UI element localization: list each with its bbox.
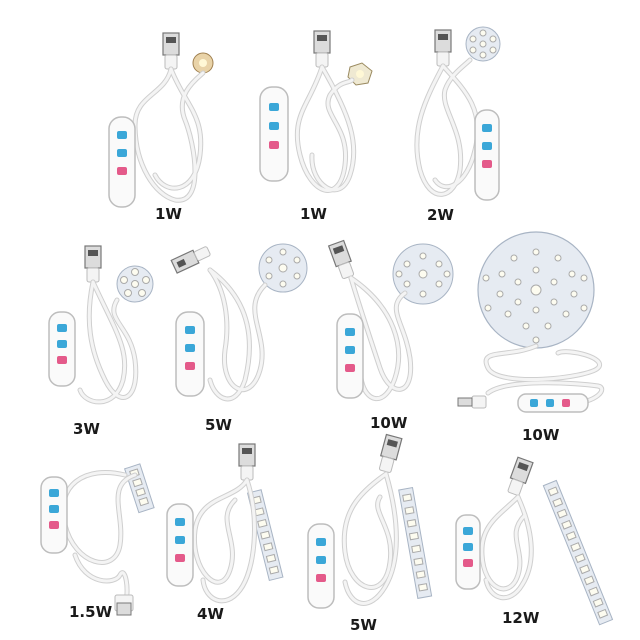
led-disc <box>465 26 501 62</box>
wattage-label: 5W <box>205 416 232 434</box>
product-5w-disc-image <box>170 243 308 402</box>
led-disc <box>477 231 595 349</box>
switch-controller <box>48 311 76 387</box>
switch-controller <box>259 86 289 182</box>
usb-plug <box>162 32 180 70</box>
product-1-5w-strip-image <box>40 463 155 616</box>
led-strip <box>246 489 284 582</box>
wattage-label: 2W <box>427 206 454 224</box>
product-5w-strip-image <box>307 433 433 609</box>
led-strip <box>398 487 433 599</box>
product-4w-strip-image <box>166 443 284 604</box>
product-10w-disc: 10W <box>325 238 470 438</box>
cable <box>414 57 481 197</box>
cable <box>132 66 206 203</box>
usb-plug <box>457 395 487 409</box>
usb-plug <box>84 245 102 283</box>
product-1w-chip-image <box>259 30 373 193</box>
switch-controller <box>40 476 68 554</box>
switch-controller <box>166 503 194 587</box>
product-2w-disc-image <box>414 26 501 201</box>
wattage-label: 3W <box>73 420 100 438</box>
switch-controller <box>108 116 136 208</box>
led-disc <box>116 265 154 303</box>
product-10w-large-disc: 10W <box>457 228 628 448</box>
usb-plug <box>170 246 211 274</box>
wattage-label: 4W <box>197 605 224 623</box>
led-strip <box>542 479 614 626</box>
wattage-label: 10W <box>370 414 408 432</box>
led-disc <box>258 243 308 293</box>
switch-controller <box>455 514 481 590</box>
wattage-label: 5W <box>350 616 377 634</box>
wattage-label: 12W <box>502 609 540 627</box>
product-1w-chip-image <box>108 32 214 208</box>
wattage-label: 1.5W <box>69 603 113 621</box>
usb-plug <box>327 239 355 280</box>
switch-controller <box>175 311 205 397</box>
switch-controller <box>336 313 364 399</box>
cable <box>60 469 138 608</box>
product-4w-strip: 4W <box>165 440 300 630</box>
cable <box>133 67 205 202</box>
product-5w-disc: 5W <box>170 240 310 440</box>
switch-controller <box>517 393 589 413</box>
product-10w-large-disc-image <box>457 231 605 413</box>
product-3w-disc-image <box>48 245 154 405</box>
product-1w-chip: 1W <box>95 25 225 223</box>
led-chip <box>192 52 214 74</box>
product-1w-chip: 1W <box>250 25 390 223</box>
switch-controller <box>307 523 335 609</box>
usb-plug <box>238 443 256 481</box>
product-1-5w-strip: 1.5W <box>35 455 165 625</box>
usb-plug <box>378 433 403 473</box>
wattage-label: 1W <box>155 205 182 223</box>
usb-plug <box>313 30 331 68</box>
led-disc <box>392 243 454 305</box>
product-10w-disc-image <box>327 239 454 402</box>
led-strip <box>124 463 155 514</box>
product-5w-strip: 5W <box>300 432 450 637</box>
product-3w-disc: 3W <box>45 240 160 445</box>
switch-controller <box>474 109 500 201</box>
usb-plug <box>114 594 134 616</box>
usb-plug <box>507 456 534 496</box>
wattage-label: 1W <box>300 205 327 223</box>
product-12w-strip-image <box>455 456 614 626</box>
wattage-label: 10W <box>522 426 560 444</box>
usb-plug <box>434 29 452 67</box>
product-2w-disc: 2W <box>405 20 515 225</box>
product-12w-strip: 12W <box>450 455 630 635</box>
